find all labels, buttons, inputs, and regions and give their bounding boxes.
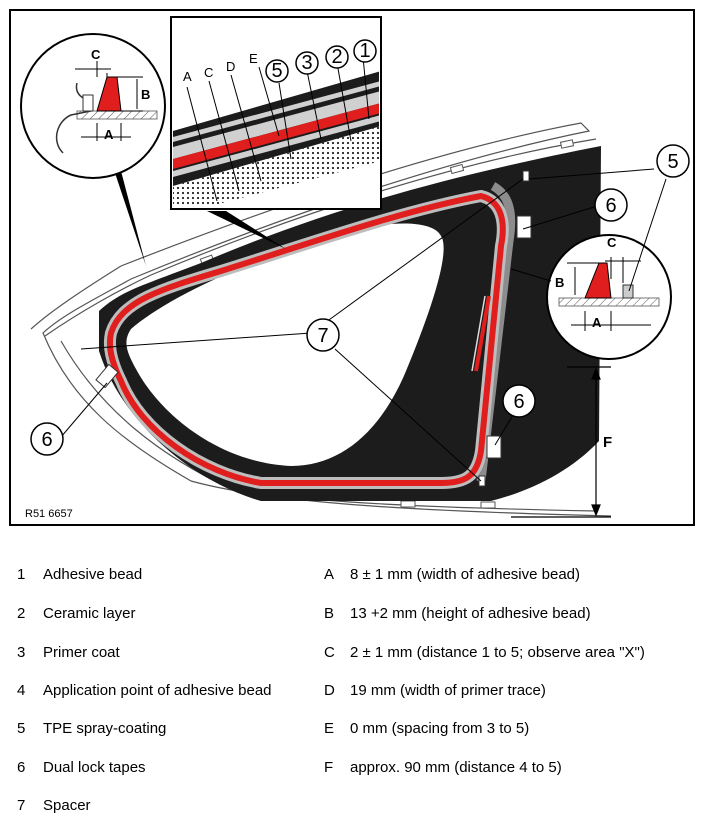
adhesive-bead-loop [106, 193, 506, 486]
layer-label-c: C [204, 65, 213, 80]
dimension-letter: D [324, 682, 335, 699]
right-detail-label-a: A [592, 315, 602, 330]
svg-text:1: 1 [359, 40, 370, 62]
right-side-bead [474, 295, 491, 372]
legend-text: Spacer [43, 797, 91, 814]
legend-number: 3 [17, 644, 26, 661]
bead-section-detail-right: C B A [510, 234, 672, 360]
dimension-f-label: F [603, 434, 612, 451]
inset-callout-3 [295, 51, 319, 75]
inset-callout-2 [325, 45, 349, 69]
dimension-letter: A [324, 566, 335, 583]
dimension-text: approx. 90 mm (distance 4 to 5) [350, 759, 562, 776]
legend-text: Adhesive bead [43, 566, 143, 583]
glass-clear-area [126, 223, 444, 466]
layer-label-e: E [249, 51, 258, 66]
dimension-text: 13 +2 mm (height of adhesive bead) [350, 605, 591, 622]
callout-7 [306, 318, 340, 352]
inset-callout-1 [353, 39, 377, 63]
callout-6-right [502, 384, 536, 418]
legend-number: 6 [17, 759, 26, 776]
dual-lock-tapes [95, 215, 532, 459]
callout-6-left [30, 422, 64, 456]
legend-text: Primer coat [43, 644, 120, 661]
legend-number: 2 [17, 605, 26, 622]
legend-text: Ceramic layer [43, 605, 136, 622]
dimension-text: 2 ± 1 mm (distance 1 to 5; observe area … [350, 644, 645, 661]
svg-text:3: 3 [301, 52, 312, 74]
dimension-letter: F [324, 759, 334, 776]
dimension-text: 8 ± 1 mm (width of adhesive bead) [350, 566, 581, 583]
dimension-text: 0 mm (spacing from 3 to 5) [350, 720, 530, 737]
legend-text: TPE spray-coating [43, 720, 167, 737]
layer-label-a: A [183, 69, 192, 84]
callout-6-top [594, 188, 628, 222]
svg-text:6: 6 [41, 429, 52, 451]
dimension-f [511, 366, 611, 518]
left-detail-label-c: C [91, 47, 101, 62]
inset-callout-5 [265, 59, 289, 83]
svg-text:5: 5 [271, 60, 282, 82]
right-detail-label-c: C [607, 235, 617, 250]
svg-text:5: 5 [667, 151, 678, 173]
dimension-letter: B [324, 605, 335, 622]
svg-text:6: 6 [605, 195, 616, 217]
bead-section-detail-left: C B A [20, 33, 166, 266]
layer-detail-inset: A C D E 5 3 2 1 [170, 16, 382, 249]
dimension-letter: C [324, 644, 335, 661]
main-callouts: 5 6 7 6 6 [30, 144, 690, 456]
figure-code: R51 6657 [25, 508, 73, 520]
legend-number: 7 [17, 797, 26, 814]
legend-number: 1 [17, 566, 26, 583]
diagram-drawing: F A C D E 5 3 [20, 16, 690, 518]
leader-lines [60, 168, 667, 482]
legend-text: Application point of adhesive bead [43, 682, 272, 699]
tpe-strip [476, 182, 516, 482]
legend-number: 5 [17, 720, 26, 737]
legend-text: Dual lock tapes [43, 759, 146, 776]
right-side-bead-edge [471, 295, 486, 372]
svg-text:7: 7 [317, 325, 328, 347]
legend: 1 Adhesive bead 2 Ceramic layer 3 Primer… [0, 555, 705, 820]
right-detail-label-b: B [555, 275, 564, 290]
left-detail-label-b: B [141, 87, 150, 102]
legend-number: 4 [17, 682, 26, 699]
left-detail-label-a: A [104, 127, 114, 142]
callout-5 [656, 144, 690, 178]
svg-text:2: 2 [331, 46, 342, 68]
dimension-text: 19 mm (width of primer trace) [350, 682, 546, 699]
installation-diagram: F A C D E 5 3 [9, 9, 695, 526]
layer-label-d: D [226, 59, 235, 74]
svg-text:6: 6 [513, 391, 524, 413]
spacers [478, 170, 530, 487]
dimension-letter: E [324, 720, 335, 737]
